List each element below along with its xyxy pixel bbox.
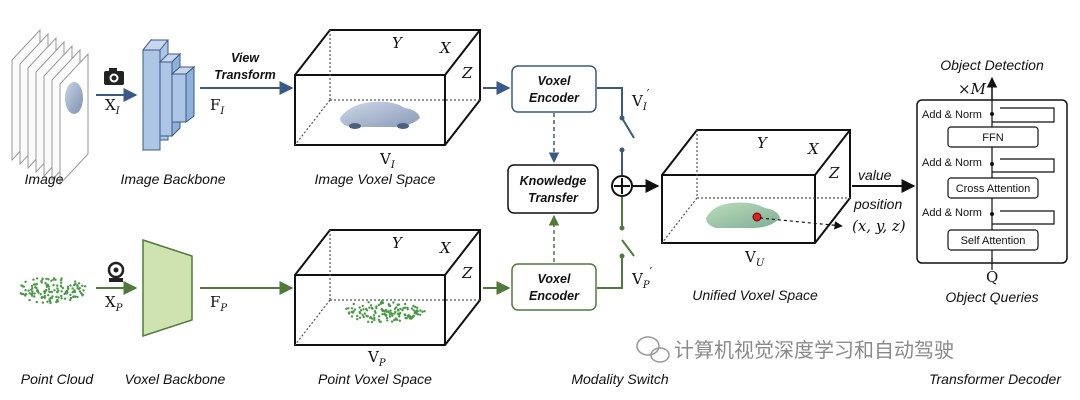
point-voxel-encoder-label-2: Encoder [529,289,580,303]
image-voxel-encoder-label: Voxel [538,74,571,88]
position-dashed-arrow [759,217,843,230]
f-p-label: FP [210,293,227,314]
image-voxel-encoder-label-2: Encoder [529,91,580,105]
q-label: Q [986,268,998,286]
image-voxel-cube [294,29,481,146]
modality-switch-bottom [597,197,635,289]
knowledge-transfer-label-2: Transfer [528,191,579,205]
unified-voxel-space-caption: Unified Voxel Space [692,287,818,303]
modality-switch-caption: Modality Switch [571,371,668,387]
unified-axis-z: Z [828,164,840,182]
wechat-icon [636,336,670,363]
unified-car-icon [706,202,780,228]
lidar-sensor-icon [107,261,125,282]
point-voxel-axis-y: Y [392,234,404,252]
voxel-backbone-shape [142,238,193,338]
knowledge-transfer-label: Knowledge [520,174,587,188]
modality-switch-top [597,87,635,175]
image-backbone-blocks [141,38,196,152]
switch-node-bottom-2 [619,253,625,259]
point-cloud-icon [19,277,87,305]
position-label: position [853,196,902,212]
ffn-label: FFN [982,132,1003,144]
query-point-marker [752,212,762,222]
object-detection-label: Object Detection [940,57,1044,73]
image-caption: Image [25,171,64,187]
value-label: value [858,167,892,183]
image-voxel-space-caption: Image Voxel Space [315,171,436,187]
image-voxel-axis-x: X [439,39,452,57]
ffn-block [947,126,1039,148]
add-norm-dot-1 [990,112,994,116]
point-voxel-axis-z: Z [461,264,473,282]
sum-node-icon [611,175,633,197]
v-p-prime-label: VP′ [631,265,653,291]
add-norm-label-3: Add & Norm [922,207,982,219]
self-attention-label: Self Attention [961,235,1026,247]
add-norm-dot-2 [990,162,994,166]
object-queries-label: Object Queries [945,289,1038,305]
camera-icon [104,68,124,85]
watermark: 计算机视觉深度学习和自动驾驶 [636,336,954,363]
point-voxel-encoder-label: Voxel [538,272,571,286]
knowledge-transfer-box [507,164,599,214]
cross-attention-block [947,177,1039,199]
decoder-residuals [992,107,1055,225]
v-i-label: VI [379,150,396,171]
image-voxel-axis-y: Y [392,34,404,52]
view-transform-label: View [231,51,260,65]
unified-axis-y: Y [757,134,769,152]
image-car-icon [340,101,420,129]
v-p-label: VP [367,348,386,369]
image-backbone-caption: Image Backbone [120,171,225,187]
switch-node-top-1 [619,115,625,121]
unified-axis-x: X [807,140,820,158]
self-attention-block [947,229,1039,251]
switch-node-top-2 [619,147,625,153]
view-transform-label-2: Transform [214,68,276,82]
x-p-label: XP [105,293,123,314]
add-norm-label-1: Add & Norm [922,109,982,121]
x-i-label: XI [105,96,121,117]
unified-voxel-cube [661,129,851,244]
point-voxel-space-caption: Point Voxel Space [318,371,432,387]
car-thumbnail-icon [65,82,83,114]
transformer-decoder-caption: Transformer Decoder [929,371,1062,387]
image-voxel-encoder-box [511,65,597,113]
point-voxel-encoder-box [511,263,597,311]
point-voxel-cube [294,229,481,346]
voxel-backbone-caption: Voxel Backbone [125,371,226,387]
point-cloud-caption: Point Cloud [21,371,95,387]
watermark-text: 计算机视觉深度学习和自动驾驶 [674,339,954,362]
add-norm-dot-3 [990,212,994,216]
position-coords: (x, y, z) [852,217,906,235]
point-voxel-axis-x: X [439,239,452,257]
switch-node-bottom-1 [619,225,625,231]
times-m-label: ×M [958,80,987,98]
add-norm-label-2: Add & Norm [922,157,982,169]
cross-attention-label: Cross Attention [956,183,1031,195]
f-i-label: FI [210,96,225,117]
image-voxel-axis-z: Z [461,64,473,82]
v-i-prime-label: VI′ [631,87,650,113]
point-voxel-car-icon [345,299,426,324]
image-stack [11,28,89,186]
v-u-label: VU [744,248,765,269]
